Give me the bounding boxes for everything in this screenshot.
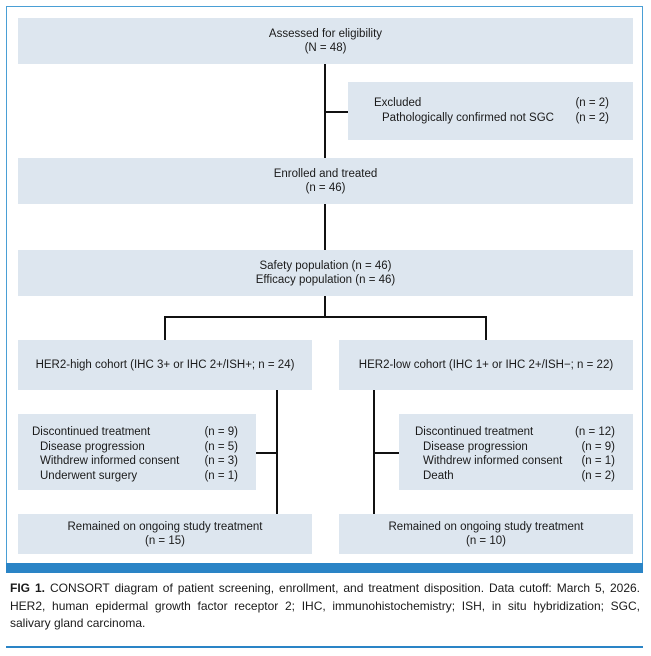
high-reason-count: (n = 1)	[204, 469, 238, 482]
her2-high-cohort-box: HER2-high cohort (IHC 3+ or IHC 2+/ISH+;…	[18, 340, 312, 390]
high-discontinued-box: Discontinued treatment (n = 9) Disease p…	[18, 414, 256, 490]
connector-to-low-cohort	[485, 316, 487, 340]
low-reason-label: Disease progression	[423, 440, 528, 453]
high-discontinued-count: (n = 9)	[204, 426, 238, 438]
high-remained-box: Remained on ongoing study treatment (n =…	[18, 514, 312, 554]
high-reason-count: (n = 3)	[204, 455, 238, 467]
excluded-reason: Pathologically confirmed not SGC	[382, 111, 554, 124]
high-reason-label: Underwent surgery	[40, 469, 138, 482]
low-reason-row: Disease progression (n = 9)	[415, 440, 615, 455]
high-reason-label: Disease progression	[40, 440, 145, 453]
assessed-title: Assessed for eligibility	[268, 27, 383, 40]
high-reason-label: Withdrew informed consent	[40, 455, 180, 467]
excluded-box: Excluded (n = 2) Pathologically confirme…	[348, 82, 633, 140]
connector-split-horizontal	[164, 316, 486, 318]
excluded-count: (n = 2)	[575, 97, 609, 109]
low-reason-row: Withdrew informed consent (n = 1)	[415, 454, 615, 469]
high-reason-row: Disease progression (n = 5)	[32, 440, 238, 455]
excluded-reason-count: (n = 2)	[575, 111, 609, 124]
efficacy-population: Efficacy population (n = 46)	[255, 274, 396, 286]
high-discontinued-row: Discontinued treatment (n = 9)	[32, 425, 238, 440]
connector-high-to-discontinued	[256, 452, 278, 454]
caption-bottom-rule	[6, 646, 643, 648]
figure-caption-text: CONSORT diagram of patient screening, en…	[10, 581, 640, 630]
low-remained-count: (n = 10)	[466, 535, 506, 547]
enrolled-box: Enrolled and treated (n = 46)	[18, 158, 633, 204]
assessed-box: Assessed for eligibility (N = 48)	[18, 18, 633, 64]
high-reason-row: Underwent surgery (n = 1)	[32, 469, 238, 484]
connector-enrolled-populations	[324, 204, 326, 250]
high-reason-count: (n = 5)	[204, 440, 238, 453]
low-discontinued-box: Discontinued treatment (n = 12) Disease …	[399, 414, 633, 490]
excluded-reason-row: Pathologically confirmed not SGC (n = 2)	[374, 111, 609, 126]
connector-to-high-cohort	[164, 316, 166, 340]
high-reason-row: Withdrew informed consent (n = 3)	[32, 454, 238, 469]
enrolled-title: Enrolled and treated	[273, 167, 378, 180]
high-remained-count: (n = 15)	[145, 535, 185, 547]
excluded-title: Excluded	[374, 97, 422, 109]
low-reason-label: Withdrew informed consent	[423, 455, 563, 467]
her2-low-cohort-label: HER2-low cohort (IHC 1+ or IHC 2+/ISH−; …	[358, 358, 614, 371]
enrolled-count: (n = 46)	[305, 182, 346, 194]
safety-population: Safety population (n = 46)	[259, 259, 392, 272]
low-discontinued-row: Discontinued treatment (n = 12)	[415, 425, 615, 440]
figure-bottom-bar	[6, 563, 643, 573]
low-discontinued-count: (n = 12)	[575, 426, 615, 438]
connector-low-to-discontinued	[373, 452, 399, 454]
low-reason-row: Death (n = 2)	[415, 469, 615, 484]
low-reason-count: (n = 2)	[581, 469, 615, 482]
connector-populations-split	[324, 296, 326, 317]
low-reason-count: (n = 9)	[581, 440, 615, 453]
low-reason-count: (n = 1)	[581, 455, 615, 467]
low-remained-box: Remained on ongoing study treatment (n =…	[339, 514, 633, 554]
high-remained-label: Remained on ongoing study treatment	[67, 520, 263, 533]
assessed-count: (N = 48)	[304, 42, 347, 54]
her2-high-cohort-label: HER2-high cohort (IHC 3+ or IHC 2+/ISH+;…	[35, 358, 295, 371]
low-discontinued-label: Discontinued treatment	[415, 426, 534, 438]
populations-box: Safety population (n = 46) Efficacy popu…	[18, 250, 633, 296]
figure-label: FIG 1.	[10, 581, 45, 595]
excluded-row: Excluded (n = 2)	[374, 96, 609, 111]
connector-to-excluded	[324, 111, 348, 113]
figure-caption: FIG 1. CONSORT diagram of patient screen…	[10, 580, 640, 633]
her2-low-cohort-box: HER2-low cohort (IHC 1+ or IHC 2+/ISH−; …	[339, 340, 633, 390]
high-discontinued-label: Discontinued treatment	[32, 426, 151, 438]
low-reason-label: Death	[423, 469, 454, 482]
low-remained-label: Remained on ongoing study treatment	[388, 520, 584, 533]
